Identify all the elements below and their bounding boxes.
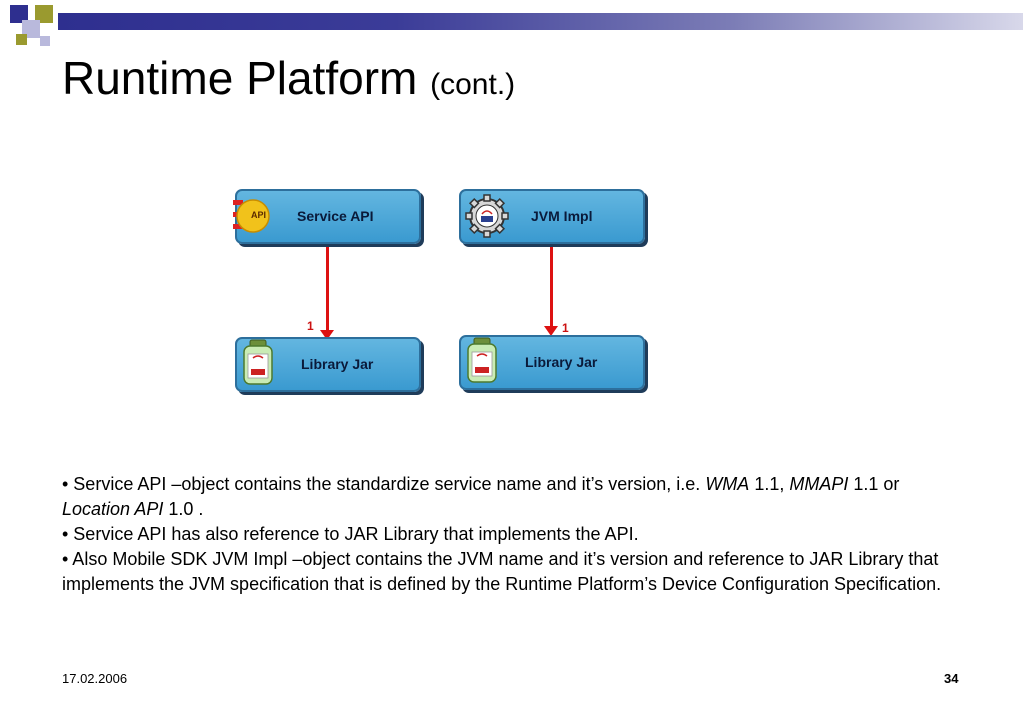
page-number: 34 <box>944 671 959 686</box>
node-library-jar-right: Library Jar <box>459 335 645 390</box>
bullet-text: 1.0 . <box>163 499 204 519</box>
node-label-library-jar-right: Library Jar <box>525 354 598 370</box>
java-jar-icon <box>467 337 497 383</box>
edge-arrowhead-left <box>320 330 334 340</box>
header-bar <box>58 13 1023 30</box>
java-gear-icon <box>465 194 509 238</box>
slide-title: Runtime Platform (cont.) <box>62 48 515 115</box>
node-label-service-api: Service API <box>297 208 374 224</box>
header-square-olive-small <box>16 34 27 45</box>
footer-date: 17.02.2006 <box>62 671 128 686</box>
edge-jvm-impl-to-library-jar <box>550 245 553 327</box>
api-plug-icon <box>233 199 270 233</box>
header-square-lavender <box>22 20 40 38</box>
api-icon-text: API <box>251 210 267 220</box>
bullet-item: • Also Mobile SDK JVM Impl –object conta… <box>62 549 942 594</box>
bullet-item: • Service API has also reference to JAR … <box>62 524 639 544</box>
node-service-api: API Service API <box>233 189 421 244</box>
node-label-library-jar-left: Library Jar <box>301 356 374 372</box>
slide-title-main: Runtime Platform <box>62 52 418 104</box>
edge-label-left: 1 <box>307 319 314 333</box>
node-library-jar-left: Library Jar <box>235 337 421 392</box>
header-square-blue <box>10 5 28 23</box>
header-square-olive <box>35 5 53 23</box>
bullet-text: 1.1, <box>749 474 790 494</box>
edge-service-api-to-library-jar <box>326 245 329 331</box>
bullet-text-italic: Location API <box>62 499 164 519</box>
node-jvm-impl: JVM Impl <box>459 189 645 244</box>
edge-label-right: 1 <box>562 321 569 335</box>
node-label-jvm-impl: JVM Impl <box>531 208 593 224</box>
header-square-lavender-small <box>40 36 50 46</box>
bullet-text: • Service API –object contains the stand… <box>62 474 706 494</box>
bullet-text: 1.1 or <box>848 474 900 494</box>
edge-arrowhead-right <box>544 326 558 336</box>
slide-title-suffix: (cont.) <box>430 68 516 101</box>
bullet-text-italic: MMAPI <box>789 474 849 494</box>
bullet-list: • Service API –object contains the stand… <box>62 472 942 597</box>
java-jar-icon <box>243 339 273 385</box>
bullet-text-italic: WMA <box>705 474 750 494</box>
bullet-item: • Service API –object contains the stand… <box>62 472 942 522</box>
